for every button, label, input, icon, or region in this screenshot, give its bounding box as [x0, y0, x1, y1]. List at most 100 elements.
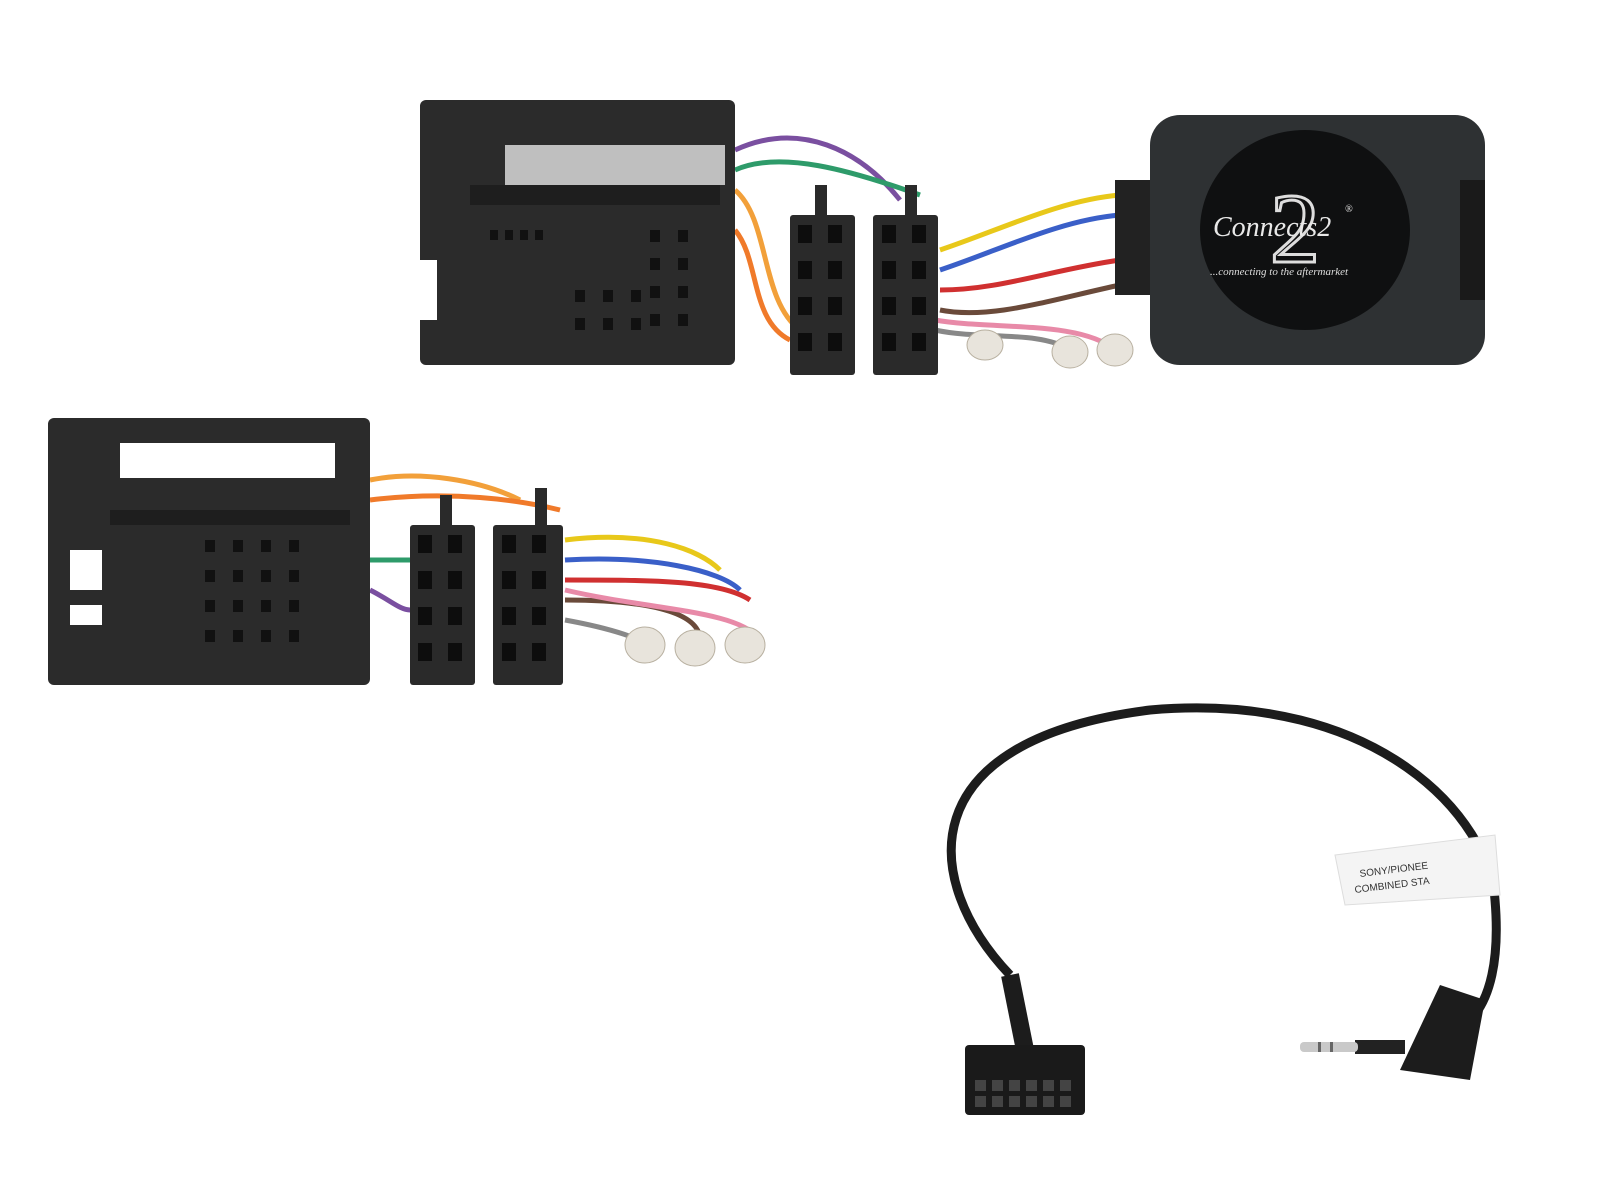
connector-pin [448, 607, 462, 625]
connector-pin [532, 643, 546, 661]
connector-pin [289, 570, 299, 582]
wire [733, 188, 802, 332]
connector-pin [678, 314, 688, 326]
top-spade-terminals [966, 329, 1134, 369]
connector-pin [418, 643, 432, 661]
wire [564, 534, 722, 572]
connector-pin [448, 535, 462, 553]
connector-pin [205, 540, 215, 552]
connector-pin [798, 225, 812, 243]
connector-pin [603, 290, 613, 302]
connector-pin [1009, 1096, 1020, 1107]
connector-pin [828, 261, 842, 279]
connector-pin [289, 600, 299, 612]
wire [939, 212, 1121, 273]
connector-pin [205, 630, 215, 642]
bottom-iso-connectors [410, 488, 563, 685]
connector-pin [1026, 1096, 1037, 1107]
connector-pin [1043, 1096, 1054, 1107]
steering-interface-module: 2 Connects2 ® ...connecting to the after… [1115, 115, 1485, 365]
connector-pin [289, 630, 299, 642]
connector-pin [650, 258, 660, 270]
connector-pin [261, 630, 271, 642]
connector-pin [798, 333, 812, 351]
connector-pin [650, 286, 660, 298]
wire [369, 473, 522, 503]
wire [939, 282, 1121, 316]
connector-pin [1043, 1080, 1054, 1091]
connector-pin [448, 571, 462, 589]
connector-pin [1026, 1080, 1037, 1091]
connector-pin [205, 570, 215, 582]
connector-pin [678, 230, 688, 242]
connector-pin [233, 570, 243, 582]
connector-pin [882, 333, 896, 351]
connector-pin [828, 333, 842, 351]
connector-pin [532, 571, 546, 589]
connector-pin [992, 1096, 1003, 1107]
connector-pin [798, 261, 812, 279]
connector-pin [1060, 1080, 1071, 1091]
connector-pin [261, 570, 271, 582]
connector-pin [448, 643, 462, 661]
bottom-spade-terminals [624, 626, 766, 667]
connector-pin [261, 540, 271, 552]
jack-plug-3-5mm [1300, 985, 1485, 1080]
connector-pin [575, 318, 585, 330]
bottom-quadlock-connector [48, 418, 370, 685]
connector-pin [1060, 1096, 1071, 1107]
top-quadlock-connector [412, 100, 735, 365]
wire [733, 159, 921, 198]
logo-tagline: ...connecting to the aftermarket [1210, 266, 1349, 278]
connector-pin [532, 535, 546, 553]
logo-registered-mark: ® [1345, 204, 1353, 215]
connector-pin [490, 230, 498, 240]
connector-pin [532, 607, 546, 625]
connector-pin [505, 230, 513, 240]
connector-pin [502, 535, 516, 553]
wire [733, 228, 792, 343]
molex-connector [965, 1045, 1085, 1115]
connector-pin [233, 630, 243, 642]
connector-pin [678, 258, 688, 270]
connector-pin [575, 290, 585, 302]
connector-pin [828, 225, 842, 243]
wire [939, 257, 1121, 293]
connector-pin [650, 230, 660, 242]
connector-pin [631, 318, 641, 330]
connector-pin [882, 225, 896, 243]
connector-pin [975, 1080, 986, 1091]
connector-pin [502, 643, 516, 661]
wire [564, 556, 742, 592]
connector-pin [678, 286, 688, 298]
connector-pin [261, 600, 271, 612]
connector-pin [912, 297, 926, 315]
connector-pin [882, 297, 896, 315]
patch-lead-cable: SONY/PIONEE COMBINED STA [946, 703, 1501, 1115]
connector-pin [502, 571, 516, 589]
wire [369, 493, 561, 513]
connector-pin [975, 1096, 986, 1107]
connector-pin [233, 540, 243, 552]
connector-pin [520, 230, 528, 240]
connector-pin [798, 297, 812, 315]
wire [564, 577, 752, 603]
connector-pin [289, 540, 299, 552]
connects2-logo: 2 Connects2 ® ...connecting to the after… [1210, 172, 1353, 286]
connector-pin [205, 600, 215, 612]
wire [368, 587, 411, 613]
connector-pin [418, 571, 432, 589]
connector-pin [233, 600, 243, 612]
connector-pin [502, 607, 516, 625]
connector-pin [631, 290, 641, 302]
connector-pin [882, 261, 896, 279]
connector-pin [912, 225, 926, 243]
connector-pin [1009, 1080, 1020, 1091]
connector-pin [603, 318, 613, 330]
wire [939, 192, 1121, 253]
connector-pin [912, 261, 926, 279]
connector-pin [828, 297, 842, 315]
connector-pin [418, 607, 432, 625]
connector-pin [535, 230, 543, 240]
